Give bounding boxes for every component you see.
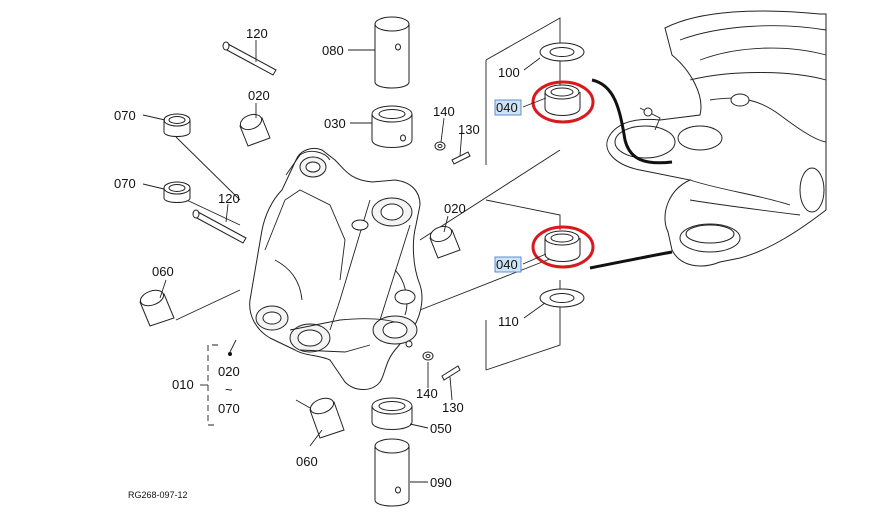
label-070-b: 070 <box>114 176 136 191</box>
front-axle-bracket <box>249 147 423 390</box>
washer-110 <box>539 288 585 308</box>
pin-080 <box>374 16 410 89</box>
label-130-upper: 130 <box>458 122 480 137</box>
label-100: 100 <box>498 65 520 80</box>
label-010: 010 <box>172 377 194 392</box>
label-140-upper: 140 <box>433 104 455 119</box>
bushing-060-b <box>309 397 345 439</box>
bushing-040-upper <box>544 84 581 116</box>
bushing-070-b <box>163 181 191 203</box>
washer-100 <box>539 42 585 62</box>
bushing-060-a <box>139 289 175 327</box>
label-120-lower: 120 <box>218 191 240 206</box>
pin-120-upper <box>222 41 277 76</box>
bushing-020-a <box>239 113 271 147</box>
label-060-a: 060 <box>152 264 174 279</box>
label-040-upper-highlight <box>494 99 522 116</box>
part-labels: 120 080 100 070 020 030 140 130 040 070 … <box>114 26 522 500</box>
leader-lines <box>142 40 547 483</box>
label-120-upper: 120 <box>246 26 268 41</box>
label-040-lower[interactable]: 040 <box>496 257 518 272</box>
highlight-circle-lower <box>531 225 595 269</box>
axle-housing <box>606 10 827 267</box>
bushing-050 <box>371 397 413 430</box>
pin-090 <box>374 438 410 507</box>
cotter-pin-130-upper <box>451 151 471 165</box>
highlight-circle-upper <box>531 80 595 124</box>
drawing-code: RG268-097-12 <box>128 490 188 500</box>
connector-line-lower <box>589 250 673 270</box>
label-130-lower: 130 <box>442 400 464 415</box>
bushing-020-b <box>429 225 461 259</box>
label-range-tilde: ~ <box>225 382 233 397</box>
washer-140-upper <box>434 141 446 151</box>
pin-120-lower <box>192 209 247 244</box>
label-070-a: 070 <box>114 108 136 123</box>
label-080: 080 <box>322 43 344 58</box>
label-070-range-end: 070 <box>218 401 240 416</box>
label-020-range-start: 020 <box>218 364 240 379</box>
connector-line-upper <box>591 78 673 165</box>
label-020-a: 020 <box>248 88 270 103</box>
label-050: 050 <box>430 421 452 436</box>
cotter-pin-130-lower <box>441 365 461 381</box>
bushing-070-a <box>163 113 191 137</box>
bushing-040-lower <box>544 230 581 262</box>
label-040-upper[interactable]: 040 <box>496 100 518 115</box>
washer-140-lower <box>422 351 434 361</box>
bushing-030 <box>371 105 413 148</box>
label-090: 090 <box>430 475 452 490</box>
label-060-b: 060 <box>296 454 318 469</box>
label-140-lower: 140 <box>416 386 438 401</box>
label-040-lower-highlight <box>494 256 522 273</box>
label-020-b: 020 <box>444 201 466 216</box>
label-110: 110 <box>498 314 519 329</box>
label-030: 030 <box>324 116 346 131</box>
